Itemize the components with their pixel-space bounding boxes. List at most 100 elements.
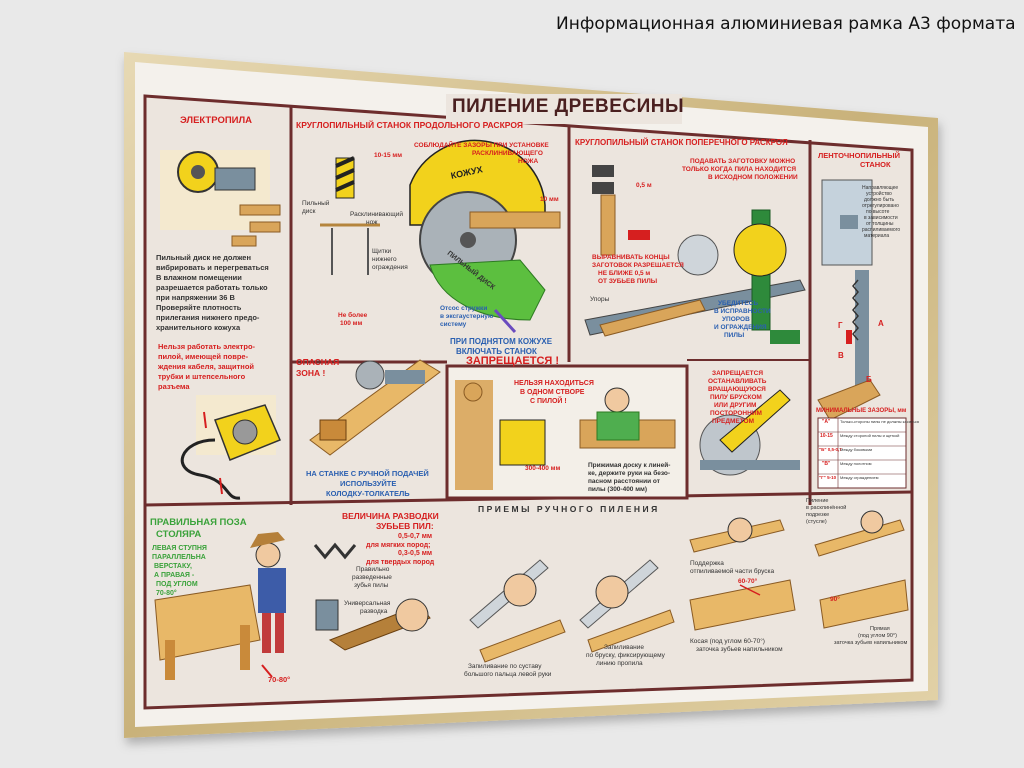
manual-caption: по бруску, фиксирующему <box>586 652 665 659</box>
band-row-value: Между полотном <box>840 461 872 466</box>
pusher-label: КОЛОДКУ-ТОЛКАТЕЛЬ <box>326 489 410 498</box>
electro-rule: Проверяйте плотность <box>156 303 242 312</box>
band-guide-line: от толщины <box>866 221 894 227</box>
electro-title: ЭЛЕКТРОПИЛА <box>180 115 253 126</box>
disc-label: Пильный <box>302 200 330 207</box>
band-title: СТАНОК <box>860 160 891 169</box>
gap-label: 10-15 мм <box>374 152 403 159</box>
manual-caption: заточка зубьев напильником <box>834 640 908 646</box>
electro-rule: прилегания нижнего предо- <box>156 313 260 322</box>
longitudinal-note: СОБЛЮДАЙТЕ ЗАЗОРЫ ПРИ УСТАНОВКЕ <box>414 142 549 149</box>
pusher-illustration <box>309 359 441 456</box>
cross-note: ТОЛЬКО КОГДА ПИЛА НАХОДИТСЯ <box>682 166 797 173</box>
band-letter: В <box>838 351 844 360</box>
knife-label: нож <box>366 219 378 226</box>
cross-check: В ИСПРАВНОСТИ <box>714 308 771 315</box>
electro-warning-line: ждения кабеля, защитной <box>158 362 255 371</box>
line-dim: 300-400 мм <box>525 465 561 472</box>
band-guide-line: устройство <box>866 191 892 197</box>
teeth-universal: Универсальная <box>344 600 391 607</box>
longitudinal-title: КРУГЛОПИЛЬНЫЙ СТАНОК ПРОДОЛЬНОГО РАСКРОЯ <box>296 120 523 130</box>
knife-label: Расклинивающий <box>350 211 404 218</box>
teeth-setting-illustration <box>313 542 431 651</box>
teeth-correct: зубья пилы <box>354 582 389 589</box>
manual-title: ПРИЕМЫ РУЧНОГО ПИЛЕНИЯ <box>478 504 660 514</box>
cross-ban: ЗАПРЕЩАЕТСЯ <box>712 370 764 377</box>
cross-ban: ВРАЩАЮЩУЮСЯ <box>708 386 766 393</box>
cross-align: ВЫРАВНИВАТЬ КОНЦЫ <box>592 254 670 261</box>
pusher-label: НА СТАНКЕ С РУЧНОЙ ПОДАЧЕЙ <box>306 469 429 478</box>
poster-title: ПИЛЕНИЕ ДРЕВЕСИНЫ <box>452 96 685 117</box>
pose-text-line: 70-80° <box>156 590 177 597</box>
band-letter: Г <box>838 321 843 330</box>
forbidden-label: ЗАПРЕЩАЕТСЯ ! <box>466 355 560 367</box>
manual-caption: Запиливание <box>604 644 644 651</box>
line-push: пасном расстоянии от <box>588 478 660 485</box>
manual-caption: большого пальца левой руки <box>464 671 552 678</box>
teeth-correct: Правильно <box>356 566 390 573</box>
electro-warning-line: пилой, имеющей повре- <box>158 352 249 361</box>
exhaust-label: систему <box>440 321 467 328</box>
electro-rule: хранительного кожуха <box>156 323 241 332</box>
manual-caption: (стусле) <box>806 519 827 525</box>
manual-caption: Прямая <box>870 626 890 632</box>
manual-caption: Поддержка <box>690 560 724 567</box>
cross-ban: ПОСТОРОННИМ <box>710 410 762 417</box>
page-caption: Информационная алюминиевая рамка А3 форм… <box>556 14 1016 34</box>
cross-ban: ПИЛУ БРУСКОМ <box>710 394 762 401</box>
cross-check: УПОРОВ <box>722 316 750 323</box>
pose-text-line: ЛЕВАЯ СТУПНЯ <box>152 545 207 552</box>
electro-rule: Пильный диск не должен <box>156 253 252 262</box>
pusher-label: ИСПОЛЬЗУЙТЕ <box>340 479 397 488</box>
teeth-title: ВЕЛИЧИНА РАЗВОДКИ <box>342 511 439 521</box>
teeth-correct: разведенные <box>352 574 392 581</box>
manual-caption: в расклинённой <box>806 505 847 511</box>
manual-caption: отпиливаемой части бруска <box>690 568 775 575</box>
manual-caption: линию пропила <box>596 660 643 667</box>
cross-saw-ban-illustration <box>699 389 800 476</box>
teeth-title: ЗУБЬЕВ ПИЛ: <box>376 521 434 531</box>
cross-align: НЕ БЛИЖЕ 0,5 м <box>598 270 651 277</box>
band-guide-line: по высоте <box>866 209 890 215</box>
band-saw-illustration <box>817 179 881 421</box>
pose-text-line: ВЕРСТАКУ, <box>154 563 192 570</box>
line-note: НЕЛЬЗЯ НАХОДИТЬСЯ <box>514 380 594 387</box>
teeth-value-label: для мягких пород; <box>366 542 431 549</box>
gap-label: 10 мм <box>540 196 559 203</box>
band-row-key: "Г" 5-10 <box>819 475 837 480</box>
band-row-key: "Б" 0,5-0,7 <box>819 447 842 452</box>
band-guide-line: материала <box>864 233 890 239</box>
manual-angle: 60-70° <box>738 578 758 585</box>
line-push: пилы (300-400 мм) <box>588 486 648 493</box>
manual-caption: подрезке <box>806 512 830 518</box>
max-label: 100 мм <box>340 320 363 327</box>
exhaust-label: Отсос стружки <box>440 305 488 312</box>
danger-label: ОПАСНАЯ <box>296 357 340 367</box>
casing-label: КОЖУХ <box>449 164 484 181</box>
pose-title: СТОЛЯРА <box>156 529 202 540</box>
band-guide-line: Направляющее <box>862 185 899 191</box>
shield-label: Щитки <box>372 248 392 255</box>
longitudinal-note: НОЖА <box>518 158 539 165</box>
band-row-value: Между стороной пилы и щеткой <box>840 433 900 438</box>
band-row-value: Между боковыми <box>840 447 873 452</box>
cross-align: ЗАГОТОВОК РАЗРЕШАЕТСЯ <box>592 262 684 269</box>
teeth-value: 0,5-0,7 мм <box>398 533 433 540</box>
cross-saw-illustration <box>584 165 806 344</box>
exhaust-label: в эксгаустерную <box>440 313 494 320</box>
cross-note: ПОДАВАТЬ ЗАГОТОВКУ МОЖНО <box>690 158 796 165</box>
pose-title: ПРАВИЛЬНАЯ ПОЗА <box>150 517 247 528</box>
band-row-value: Только-стороны пилы не должны касаться <box>840 419 919 424</box>
disc-label: диск <box>302 208 316 215</box>
shield-label: нижнего <box>372 256 397 263</box>
electro-rule: В влажном помещении <box>156 273 242 282</box>
cross-ban: ИЛИ ДРУГИМ <box>714 402 757 409</box>
manual-sawing-illustrations <box>469 510 909 663</box>
band-title: ЛЕНТОЧНОПИЛЬНЫЙ <box>818 151 901 160</box>
manual-angle: 90° <box>830 596 840 603</box>
electro-rule: вибрировать и перегреваться <box>156 263 269 272</box>
cross-check: УБЕДИТЕСЬ <box>718 300 759 307</box>
cross-align: ОТ ЗУБЬЕВ ПИЛЫ <box>598 278 658 285</box>
